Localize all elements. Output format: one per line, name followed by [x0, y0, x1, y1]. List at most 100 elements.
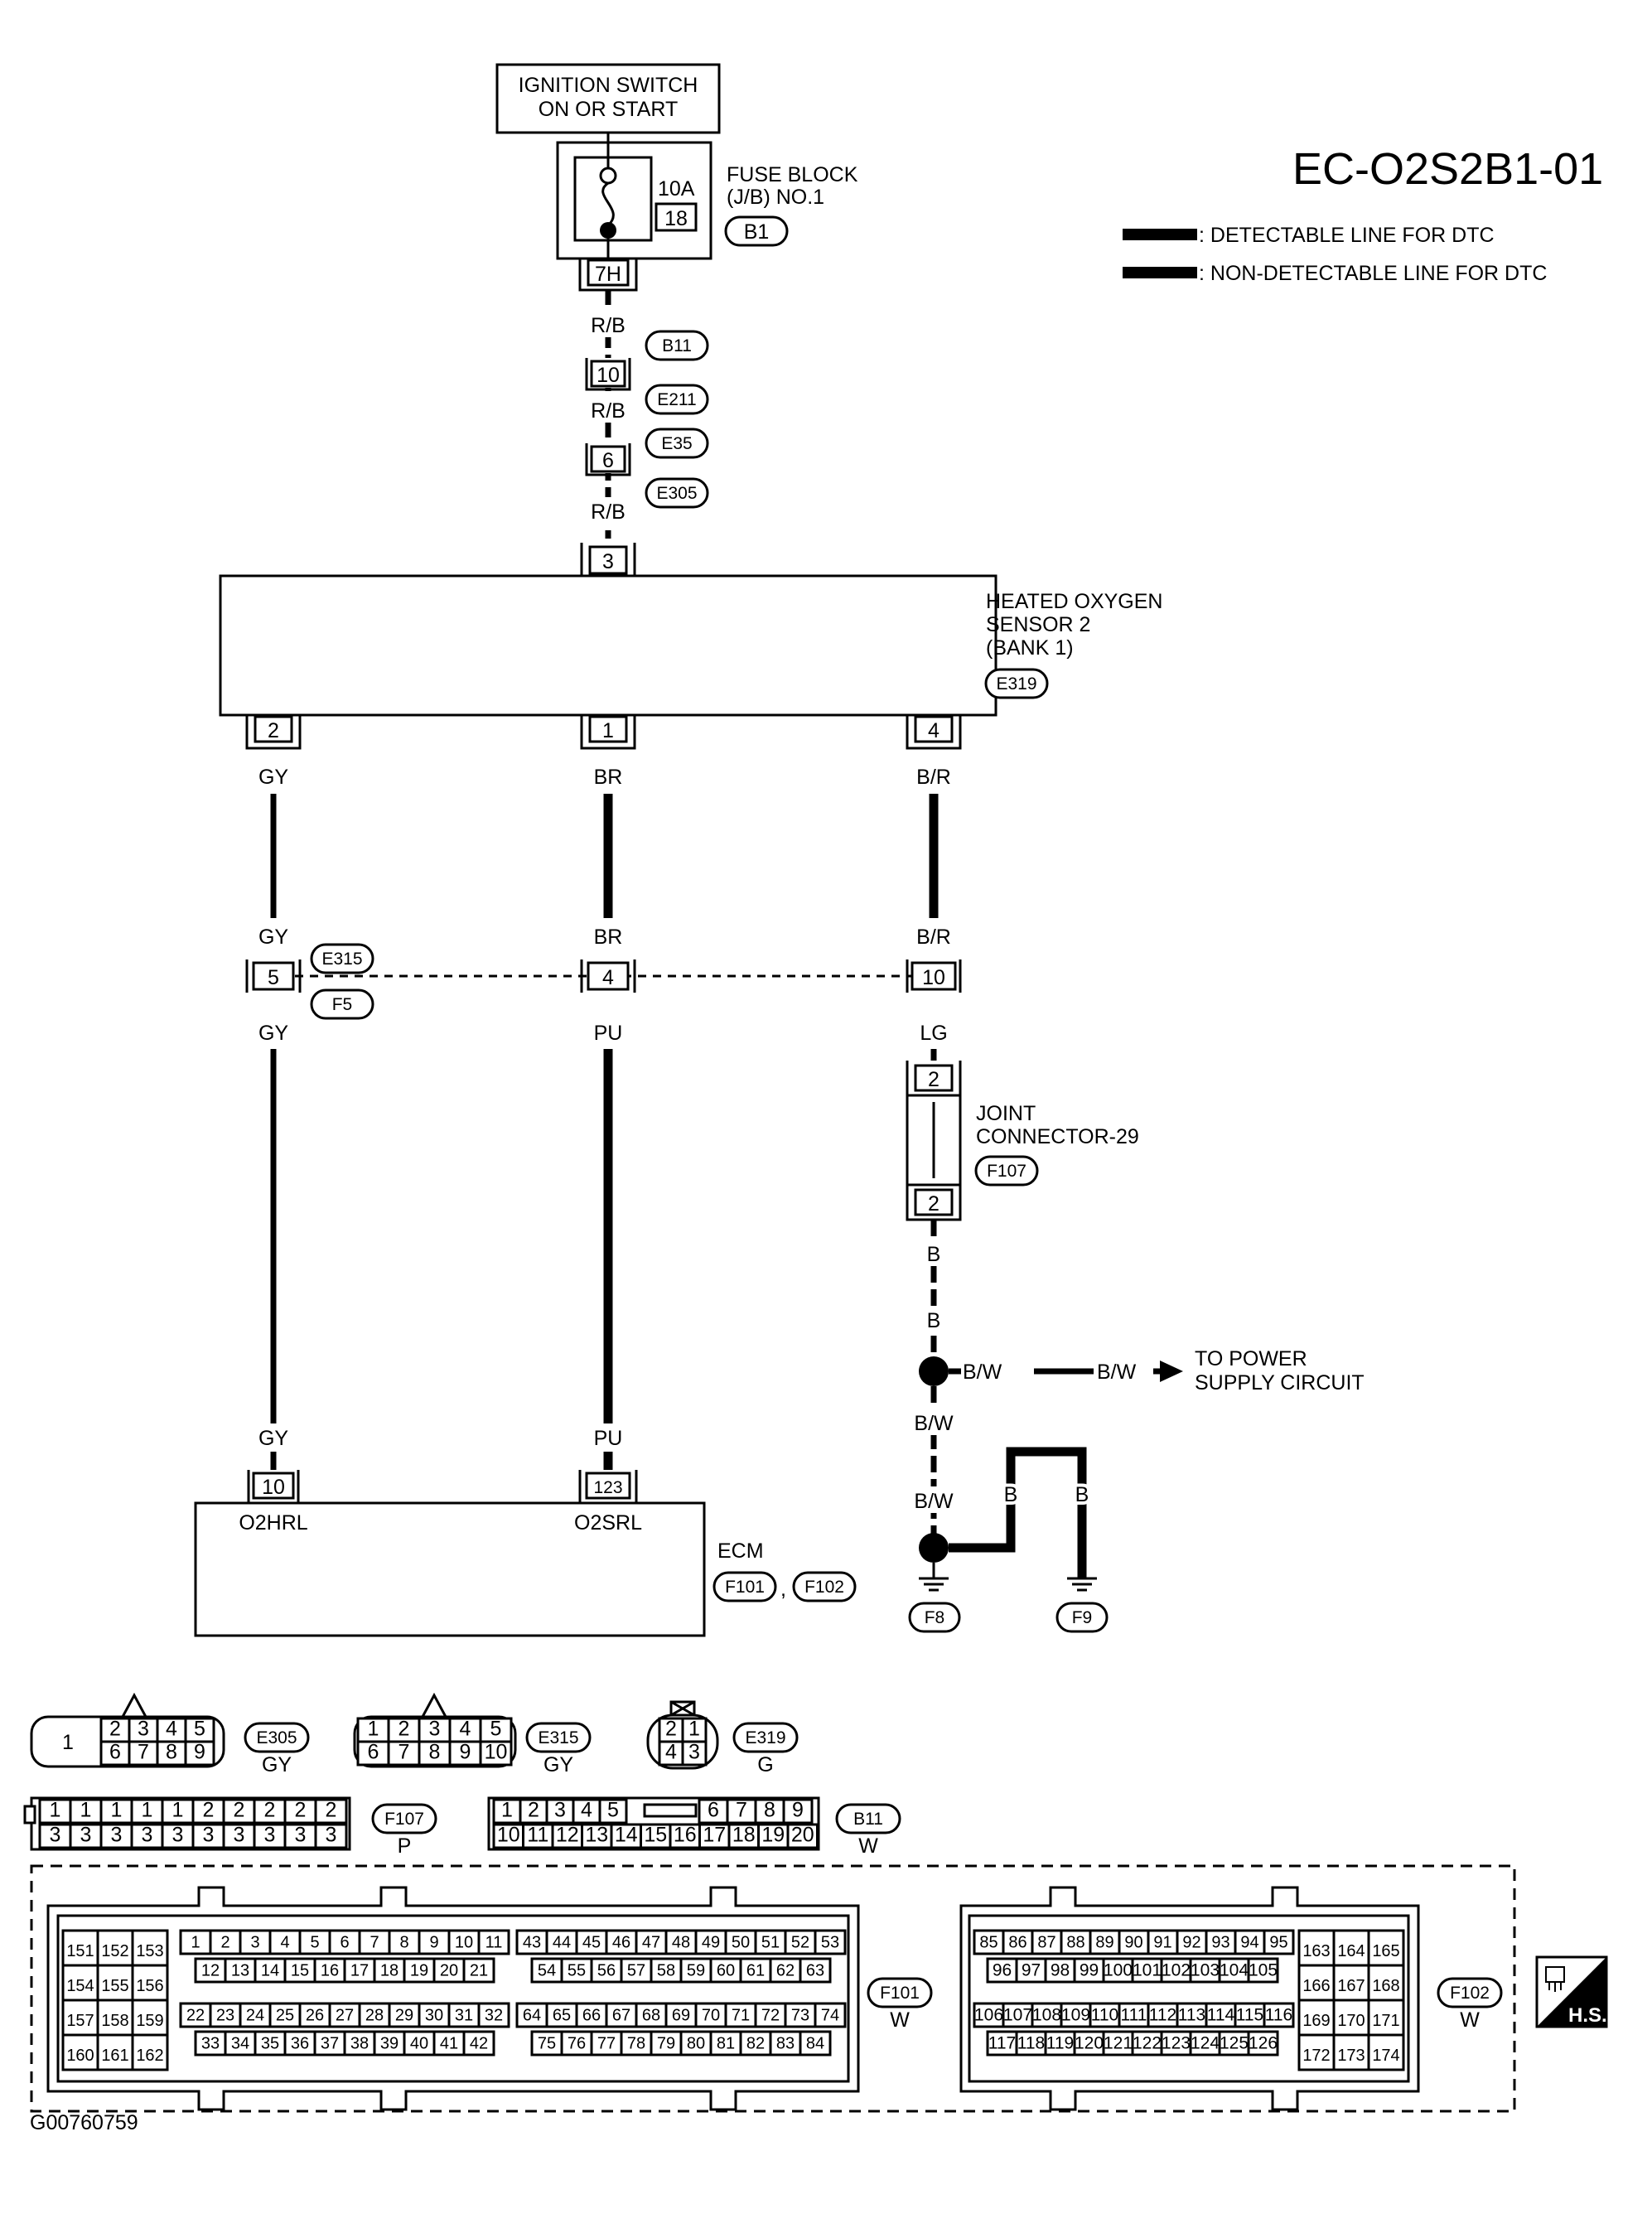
e315-pin-7: 7	[387, 1740, 421, 1767]
b11-pin-19: 19	[757, 1823, 790, 1849]
svg-text:63: 63	[806, 1962, 824, 1980]
svg-text:97: 97	[1022, 1961, 1041, 1980]
ecm-label: ECM	[717, 1539, 764, 1563]
svg-text:18: 18	[732, 1824, 756, 1847]
svg-text:162: 162	[136, 2047, 163, 2065]
svg-text:125: 125	[1220, 2034, 1249, 2053]
svg-text:122: 122	[1133, 2034, 1162, 2053]
svg-text:2: 2	[928, 1192, 940, 1216]
to-power-line2: SUPPLY CIRCUIT	[1195, 1371, 1365, 1394]
svg-text:166: 166	[1302, 1977, 1330, 1995]
sensor-pin-top: 3	[602, 550, 614, 573]
svg-text:172: 172	[1302, 2047, 1330, 2065]
e305-pin-2: 2	[99, 1717, 131, 1743]
f102-pin-96: 96	[986, 1957, 1018, 1984]
f102-pin-105: 105	[1247, 1957, 1279, 1984]
svg-text:5: 5	[310, 1934, 319, 1952]
inline-top-id: E315	[321, 950, 362, 969]
svg-text:6: 6	[368, 1741, 379, 1764]
svg-text:38: 38	[350, 2035, 369, 2053]
f101-pin-6: 6	[328, 1929, 361, 1955]
b11-id: B11	[853, 1810, 883, 1829]
svg-text:153: 153	[136, 1942, 163, 1960]
e315-pin-2: 2	[387, 1717, 421, 1743]
svg-text:9: 9	[194, 1741, 205, 1764]
svg-text:2: 2	[109, 1718, 121, 1741]
f101-pin-41: 41	[432, 2030, 466, 2057]
svg-text:117: 117	[988, 2034, 1016, 2053]
svg-text:155: 155	[101, 1977, 128, 1995]
f101-pin-66: 66	[575, 2002, 608, 2028]
svg-text:67: 67	[612, 2007, 630, 2025]
svg-text:11: 11	[485, 1934, 503, 1952]
f101-pin-153: 153	[131, 1929, 169, 1967]
f101-pin-72: 72	[754, 2002, 787, 2028]
hs-badge: H.S.	[1535, 1955, 1608, 2028]
f102-id: F102	[1450, 1984, 1490, 2003]
f102-pin-104: 104	[1218, 1957, 1250, 1984]
f102-pin-120: 120	[1073, 2030, 1105, 2057]
b11-pin-12: 12	[551, 1823, 583, 1849]
f101-pin-46: 46	[605, 1929, 638, 1955]
svg-text:69: 69	[672, 2007, 690, 2025]
f101-pin-70: 70	[694, 2002, 727, 2028]
f107-badge	[371, 1803, 437, 1834]
svg-text:106: 106	[974, 2006, 1003, 2025]
svg-text:3: 3	[250, 1934, 259, 1952]
ground-b-label-4: B	[1075, 1483, 1089, 1506]
svg-text:19: 19	[410, 1962, 428, 1980]
svg-text:73: 73	[791, 2007, 809, 2025]
svg-text:10: 10	[262, 1476, 285, 1499]
f107-pin-2: 2	[283, 1798, 317, 1825]
f101-pin-62: 62	[769, 1957, 802, 1984]
f102-pin-102: 102	[1160, 1957, 1192, 1984]
fuse-connector-badge	[724, 215, 789, 247]
hs-badge-text: H.S.	[1568, 2004, 1607, 2027]
f101-pin-84: 84	[799, 2030, 832, 2057]
svg-text:4: 4	[602, 966, 614, 989]
svg-text:79: 79	[657, 2035, 675, 2053]
inline-c2-bottom-id: E305	[656, 484, 697, 503]
svg-text:20: 20	[440, 1962, 458, 1980]
e305-pin-7: 7	[128, 1740, 159, 1767]
svg-text:1: 1	[688, 1718, 700, 1741]
f101-pin-68: 68	[635, 2002, 668, 2028]
f107-pin-3: 3	[69, 1823, 103, 1849]
inline-pin-5: 5	[245, 959, 302, 993]
f101-pin-12: 12	[194, 1957, 227, 1984]
svg-text:3: 3	[50, 1824, 61, 1847]
f101-pin-39: 39	[373, 2030, 406, 2057]
svg-text:17: 17	[350, 1962, 369, 1980]
f101-pin-14: 14	[254, 1957, 287, 1984]
f102-pin-173: 173	[1332, 2033, 1370, 2071]
svg-text:7: 7	[399, 1741, 410, 1764]
fuse-amps: 10A	[658, 177, 695, 201]
f102-pin-116: 116	[1263, 2002, 1295, 2028]
fuse-block-label2: (J/B) NO.1	[727, 186, 824, 209]
f102-pin-118: 118	[1015, 2030, 1047, 2057]
fuse-bottom-terminal	[600, 222, 616, 239]
svg-text:151: 151	[66, 1942, 94, 1960]
f101-pin-15: 15	[283, 1957, 316, 1984]
svg-text:4: 4	[928, 719, 940, 742]
svg-text:7: 7	[736, 1799, 747, 1822]
svg-text:2: 2	[264, 1799, 276, 1822]
svg-text:2: 2	[399, 1718, 410, 1741]
svg-text:75: 75	[538, 2035, 556, 2053]
svg-text:4: 4	[280, 1934, 289, 1952]
f107-pin-1: 1	[38, 1798, 72, 1825]
f107-pin-1: 1	[130, 1798, 164, 1825]
svg-text:35: 35	[261, 2035, 279, 2053]
e305-pin-5: 5	[184, 1717, 215, 1743]
f102-pin-92: 92	[1176, 1929, 1208, 1955]
f107-pin-2: 2	[191, 1798, 225, 1825]
wire-c-midbot-label: LG	[920, 1022, 947, 1045]
b11-pin-10: 10	[492, 1823, 524, 1849]
svg-text:152: 152	[101, 1942, 128, 1960]
svg-text:165: 165	[1372, 1942, 1399, 1960]
legend-nondetectable-label: : NON-DETECTABLE LINE FOR DTC	[1199, 262, 1547, 285]
ground-splice-point	[919, 1533, 949, 1563]
f101-pin-71: 71	[724, 2002, 757, 2028]
f107-color: P	[398, 1834, 412, 1858]
